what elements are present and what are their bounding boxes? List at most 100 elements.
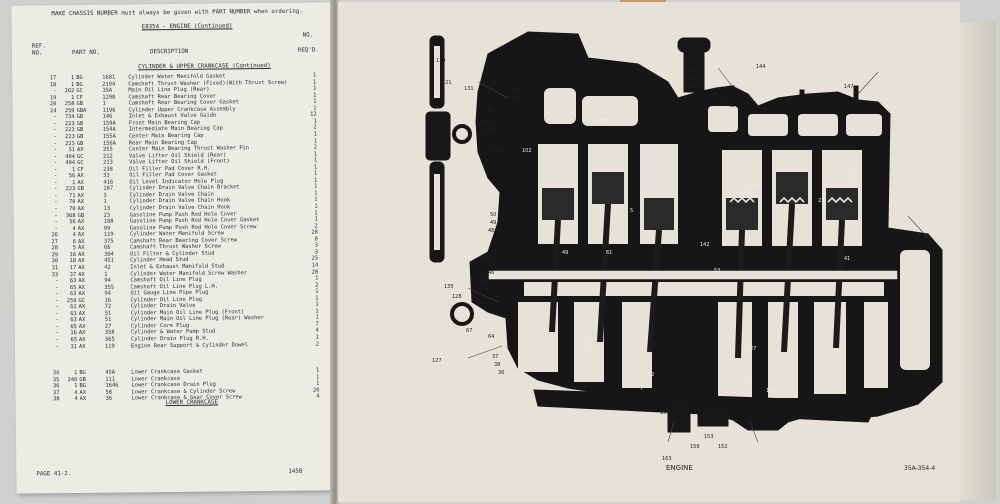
cell-qty: 1: [315, 288, 319, 295]
cell-num: 1: [71, 166, 76, 173]
cell-qty: 4: [315, 327, 319, 334]
cell-suf: 146: [102, 113, 113, 121]
callout-48: 49: [562, 250, 568, 256]
callout-27: 128: [452, 294, 462, 300]
callout-25: 43: [482, 278, 488, 284]
parts-list-page: MAKE CHASSIS NUMBER must always be given…: [11, 2, 339, 494]
cell-num: 16: [69, 251, 77, 258]
cell-suf: 94: [104, 277, 111, 284]
cell-ref: 30: [51, 258, 59, 265]
cell-suf: 27: [104, 323, 112, 330]
callout-32: 36: [498, 370, 504, 376]
cell-pre: AX: [77, 232, 85, 239]
cell-qty: 1: [313, 131, 317, 138]
cell-ref: -: [53, 166, 58, 173]
callout-39: 153: [704, 434, 714, 440]
cell-pre: GB: [76, 127, 84, 134]
section-title: E8354 - ENGINE (Continued): [141, 23, 233, 31]
callout-54: 4: [748, 376, 751, 382]
callout-13: 102: [522, 148, 532, 154]
cell-suf: 16: [104, 297, 112, 304]
cell-pre: CF: [76, 94, 83, 101]
cell-ref: 31: [51, 265, 59, 272]
cell-suf: 365: [104, 336, 115, 343]
cell-suf: 119: [104, 343, 115, 350]
cell-pre: AX: [78, 264, 85, 271]
callout-41: 142: [700, 242, 710, 248]
cell-pre: GB: [79, 376, 86, 383]
cell-ref: -: [55, 278, 59, 285]
cell-ref: 27: [51, 238, 58, 246]
cell-pre: AX: [78, 304, 86, 311]
cell-pre: AX: [77, 219, 85, 226]
cell-desc: Engine Rear Support & Cylinder Dowel: [130, 341, 248, 350]
callout-47: 5: [630, 208, 633, 214]
cell-suf: 36: [105, 395, 113, 403]
callout-28: 127: [432, 358, 442, 364]
cell-suf: 45A: [105, 369, 116, 376]
cell-ref: -: [54, 225, 58, 232]
cell-qty: 1: [315, 334, 319, 341]
cell-suf: 155A: [102, 133, 116, 140]
cell-qty: 28: [311, 269, 319, 276]
cell-qty: 3: [314, 249, 319, 256]
cell-suf: 355: [104, 284, 115, 291]
cell-pre: AX: [77, 199, 85, 206]
col-req-header: REQ'D.: [297, 47, 319, 54]
cell-qty: 28: [311, 229, 318, 236]
book-spine: [330, 0, 340, 504]
cell-suf: 66: [103, 244, 111, 252]
cell-ref: -: [55, 330, 59, 337]
callout-14: 98: [486, 108, 492, 114]
cell-qty: 1: [313, 105, 317, 112]
cell-qty: 1: [313, 92, 317, 99]
callout-20: 48: [488, 228, 494, 234]
cell-suf: 358: [104, 330, 115, 337]
cell-suf: 94: [104, 290, 112, 297]
cell-pre: AX: [77, 238, 85, 245]
cell-suf: 187: [103, 185, 114, 193]
ordering-notice: MAKE CHASSIS NUMBER must always be given…: [51, 8, 303, 18]
cell-qty: 1: [313, 170, 318, 177]
cell-num: 223: [65, 133, 75, 141]
cell-suf: 1681: [102, 74, 116, 81]
cell-ref: 28: [51, 245, 59, 252]
callout-26: 135: [444, 284, 454, 290]
cell-suf: 1196: [102, 107, 116, 114]
cell-suf: 1: [104, 271, 108, 278]
callout-3: 145: [684, 84, 694, 90]
cell-qty: 1: [316, 367, 320, 374]
group-title-lower: LOWER CRANKCASE: [165, 399, 219, 407]
callout-9: 131: [464, 86, 474, 92]
callout-18: 50: [490, 212, 496, 218]
cell-qty: 12: [310, 111, 317, 118]
cell-qty: 2: [313, 144, 317, 151]
callout-4: 144: [756, 64, 766, 70]
cell-qty: 1: [312, 79, 317, 86]
cell-ref: 38: [53, 396, 60, 403]
cell-pre: BG: [76, 81, 83, 88]
cell-suf: 416: [103, 179, 114, 186]
cell-pre: AX: [78, 310, 86, 317]
cell-qty: 1: [314, 203, 318, 210]
cell-num: 1: [74, 383, 78, 390]
cell-num: 18: [69, 258, 77, 265]
cell-suf: 212: [103, 153, 113, 160]
cell-pre: GB: [77, 212, 85, 219]
cell-pre: AX: [78, 258, 85, 265]
cell-suf: 99: [103, 225, 111, 232]
cell-suf: 42: [104, 264, 111, 271]
callout-11: 131: [508, 96, 518, 102]
cell-ref: 33: [51, 271, 59, 278]
cell-num: 70: [69, 206, 76, 213]
callout-22: 44: [482, 256, 488, 262]
callout-50: 101: [750, 184, 760, 190]
callout-37: 159: [690, 444, 700, 450]
cell-num: 56: [69, 219, 76, 226]
cell-ref: -: [54, 212, 58, 219]
callout-43: 7: [600, 376, 603, 382]
cell-pre: BG: [79, 383, 86, 390]
cell-ref: 36: [52, 383, 60, 390]
